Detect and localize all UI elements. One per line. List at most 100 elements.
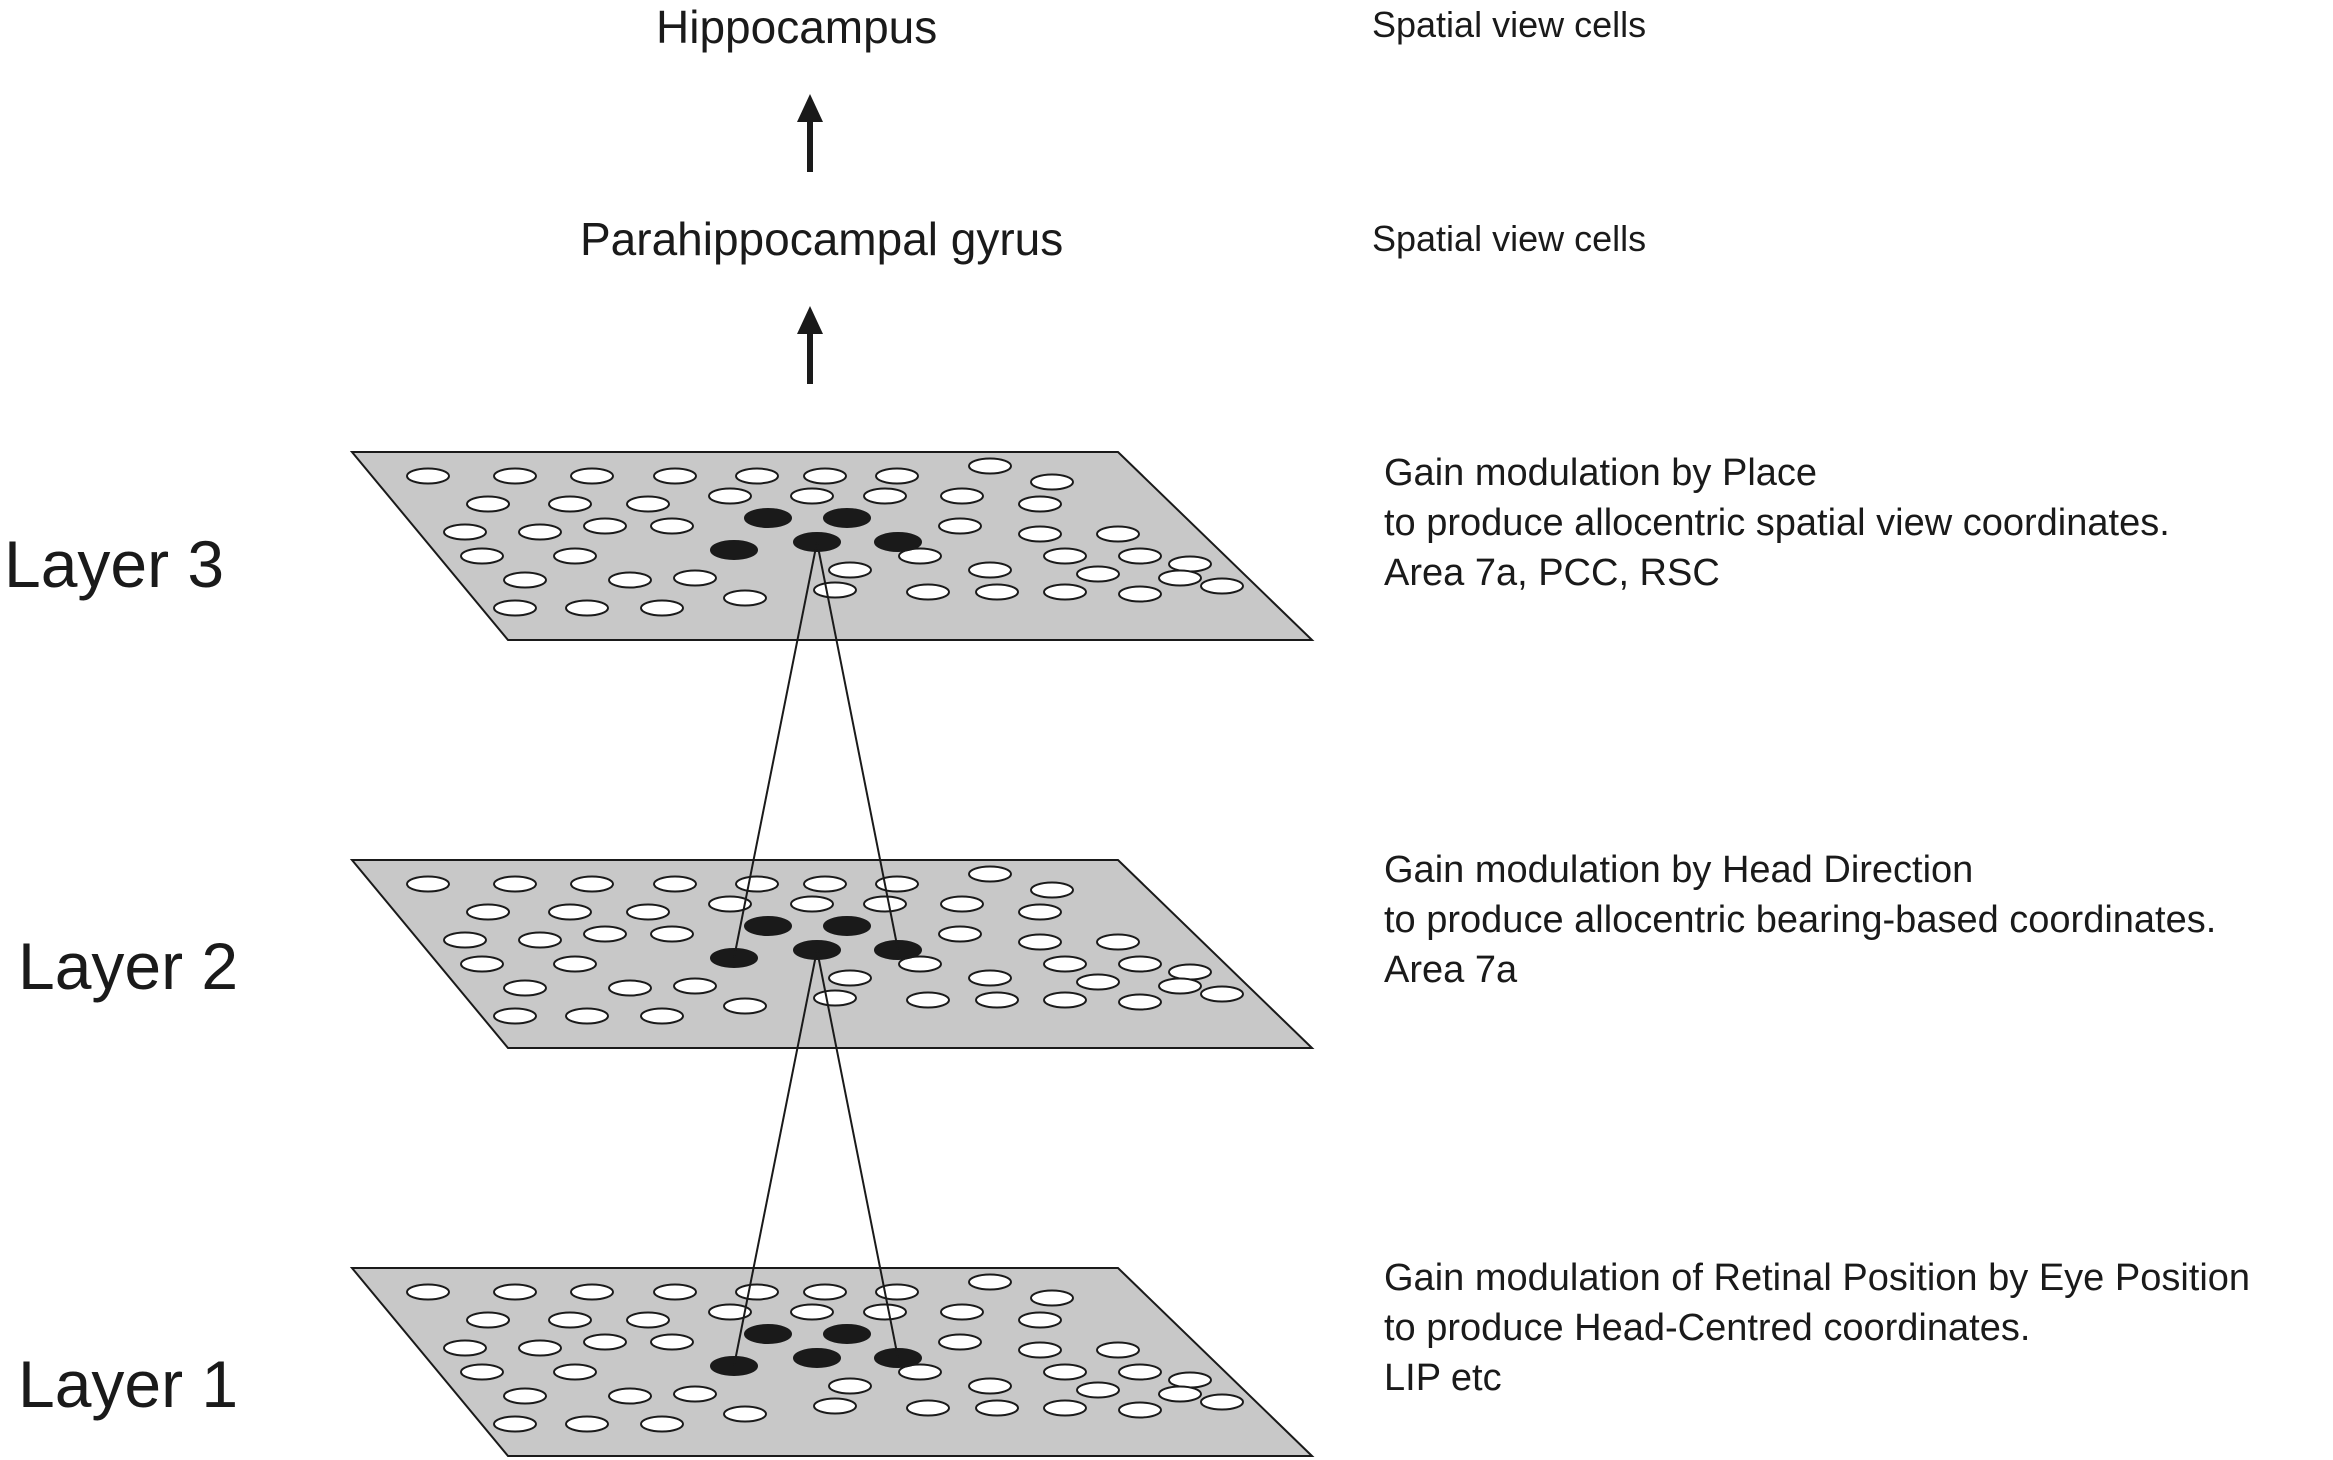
hippocampus-title: Hippocampus — [656, 1, 938, 53]
projection-line — [733, 949, 818, 1367]
neuron — [626, 495, 670, 513]
layer-2-plane — [349, 859, 1315, 1049]
neuron — [906, 1399, 950, 1417]
neuron — [608, 979, 652, 997]
neuron — [803, 875, 847, 893]
neuron — [790, 1303, 834, 1321]
neuron — [583, 925, 627, 943]
neuron — [708, 895, 752, 913]
neuron — [553, 1363, 597, 1381]
layer-1-description-line: Gain modulation of Retinal Position by E… — [1384, 1257, 2251, 1299]
neuron — [1076, 1381, 1120, 1399]
neuron — [708, 1303, 752, 1321]
layer-2-description-line: to produce allocentric bearing-based coo… — [1384, 899, 2217, 941]
neuron — [565, 1007, 609, 1025]
neuron — [803, 1283, 847, 1301]
neuron — [1200, 577, 1244, 595]
neuron — [940, 895, 984, 913]
neuron — [1118, 585, 1162, 603]
active-neuron — [823, 508, 871, 528]
up-arrow-icon — [797, 94, 823, 172]
neuron — [548, 1311, 592, 1329]
active-neuron — [744, 508, 792, 528]
parahippocampal-cells-label: Spatial view cells — [1372, 218, 1647, 259]
layer-2-description-line: Area 7a — [1384, 949, 1518, 991]
layer-3-description: Gain modulation by Place to produce allo… — [1384, 448, 2170, 598]
neuron — [503, 571, 547, 589]
neuron — [735, 1283, 779, 1301]
neuron — [906, 991, 950, 1009]
neuron — [906, 583, 950, 601]
neuron — [1018, 933, 1062, 951]
neuron — [466, 495, 510, 513]
layer-3-description-line: to produce allocentric spatial view coor… — [1384, 502, 2170, 544]
neuron — [723, 997, 767, 1015]
neuron — [863, 487, 907, 505]
projection-line — [816, 949, 899, 1359]
neuron — [1158, 569, 1202, 587]
neuron — [460, 1363, 504, 1381]
neuron — [460, 547, 504, 565]
neuron — [1118, 547, 1162, 565]
hippocampus-cells-label: Spatial view cells — [1372, 4, 1647, 45]
neuron — [650, 517, 694, 535]
neuron — [898, 547, 942, 565]
neuron — [735, 467, 779, 485]
neuron — [548, 903, 592, 921]
neuron — [650, 1333, 694, 1351]
neuron — [583, 517, 627, 535]
neuron — [1118, 993, 1162, 1011]
neuron — [518, 523, 562, 541]
neuron — [650, 925, 694, 943]
neuron — [975, 991, 1019, 1009]
neuron — [443, 523, 487, 541]
neuron — [1018, 495, 1062, 513]
neuron — [570, 467, 614, 485]
neuron — [975, 1399, 1019, 1417]
neuron — [968, 1377, 1012, 1395]
active-neuron — [793, 1348, 841, 1368]
neuron — [493, 1283, 537, 1301]
neuron — [673, 977, 717, 995]
neuron — [493, 599, 537, 617]
neuron — [553, 547, 597, 565]
neuron — [466, 903, 510, 921]
neuron — [493, 1007, 537, 1025]
neuron — [1076, 973, 1120, 991]
neuron — [626, 1311, 670, 1329]
active-neuron — [874, 532, 922, 552]
neuron — [938, 517, 982, 535]
neuron — [518, 1339, 562, 1357]
neuron — [975, 583, 1019, 601]
neuron — [1018, 1341, 1062, 1359]
neuron — [493, 1415, 537, 1433]
neuron — [1043, 991, 1087, 1009]
neuron — [1018, 1311, 1062, 1329]
active-neuron — [823, 916, 871, 936]
neuron — [898, 1363, 942, 1381]
neuron — [608, 1387, 652, 1405]
neuron — [583, 1333, 627, 1351]
layer-2-label: Layer 2 — [18, 929, 239, 1003]
neuron — [673, 1385, 717, 1403]
neuron — [640, 1007, 684, 1025]
neuron — [1030, 1289, 1074, 1307]
projection-line — [733, 541, 818, 959]
neuron — [406, 875, 450, 893]
neuron — [503, 979, 547, 997]
neuron — [1158, 1385, 1202, 1403]
active-neuron — [744, 916, 792, 936]
neuron — [940, 1303, 984, 1321]
neuron — [875, 467, 919, 485]
neuron — [828, 561, 872, 579]
neuron — [828, 969, 872, 987]
neuron — [803, 467, 847, 485]
neuron — [875, 1283, 919, 1301]
neuron — [1018, 903, 1062, 921]
neuron — [565, 599, 609, 617]
neuron — [863, 895, 907, 913]
neuron — [813, 989, 857, 1007]
neuron — [570, 1283, 614, 1301]
layer-1-label: Layer 1 — [18, 1347, 239, 1421]
